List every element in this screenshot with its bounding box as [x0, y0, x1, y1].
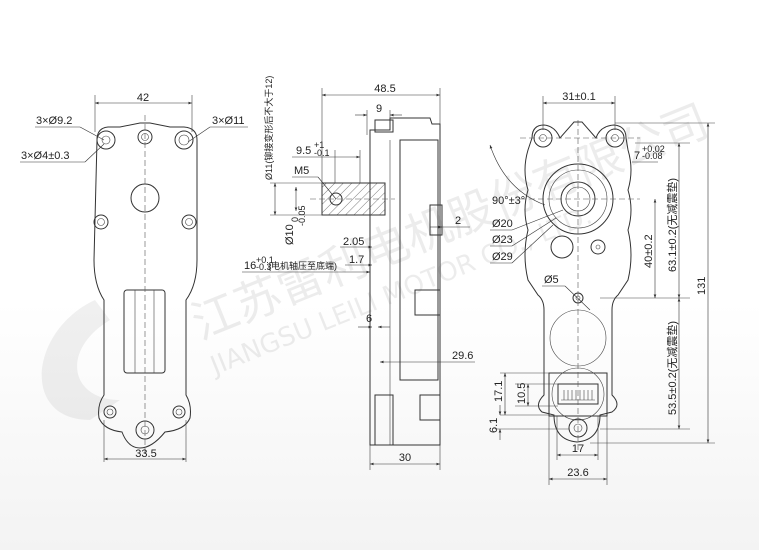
label-d5: Ø5 [544, 274, 559, 286]
label-hole-inner: 3×Ø4±0.3 [21, 150, 70, 162]
dim-10-5: 10.5 [516, 383, 528, 404]
front-holes [93, 129, 197, 440]
dim-40: 40±0.2 [643, 234, 655, 268]
label-d29: Ø29 [492, 251, 513, 263]
leili-logo-icon [41, 300, 120, 420]
svg-text:+1: +1 [314, 140, 324, 150]
label-d20: Ø20 [492, 218, 513, 230]
svg-text:-0.08: -0.08 [642, 151, 663, 161]
label-d23: Ø23 [492, 234, 513, 246]
dim-53-5: 53.5±0.2(无减震垫) [665, 321, 679, 415]
dim-2: 2 [455, 215, 461, 227]
rear-view: 31±0.1 7 +0.02 -0.08 90°±3° Ø20 Ø23 Ø29 … [488, 91, 715, 485]
dim-6-1: 6.1 [488, 418, 500, 433]
front-motor-window [123, 289, 166, 374]
dim-23-6: 23.6 [567, 467, 588, 479]
dim-hole-pitch: 31±0.1 [562, 91, 596, 103]
dim-2-05: 2.05 [343, 236, 364, 248]
svg-text:+0.1: +0.1 [256, 255, 274, 265]
svg-text:-0.1: -0.1 [314, 148, 330, 158]
svg-text:+0.02: +0.02 [642, 144, 665, 154]
dim-1-7: 1.7 [349, 254, 364, 266]
dim-63-1: 63.1±0.2(无减震垫) [665, 178, 679, 272]
watermark: 江苏雷利电机股份有限公司 JIANGSU LEILI MOTOR CO., LT… [41, 93, 716, 420]
side-view: 48.5 9 9.5 +1 -0.1 M5 Ø11(铆接变形后不大于12) Ø1… [242, 76, 475, 470]
dim-boss-width: 9 [376, 103, 382, 115]
dim-key-width: 7 [634, 150, 640, 162]
dim-width-bottom: 33.5 [135, 448, 156, 460]
svg-text:-0.3: -0.3 [256, 262, 272, 272]
label-rivet-dia: Ø11(铆接变形后不大于12) [263, 76, 274, 180]
motor-shaft-note: (电机轴压至底端) [268, 260, 337, 271]
label-hole-right: 3×Ø11 [212, 115, 245, 127]
front-view: 42 33.5 3×Ø9.2 3×Ø4±0.3 3×Ø11 [20, 92, 248, 462]
dim-17: 17 [572, 443, 584, 455]
dim-shaft-len: 9.5 [296, 145, 311, 157]
rear-housing-outline [524, 121, 632, 443]
label-shaft-dia: Ø10 [284, 224, 296, 245]
dim-overall-depth: 48.5 [374, 83, 395, 95]
label-hole-outer: 3×Ø9.2 [36, 115, 72, 127]
dim-29-6: 29.6 [452, 350, 473, 362]
dim-30: 30 [399, 452, 411, 464]
label-thread: M5 [294, 165, 309, 177]
dim-6: 6 [366, 313, 372, 325]
dim-motor-shaft: 16 [244, 260, 256, 272]
svg-text:0: 0 [290, 217, 300, 222]
dim-width-top: 42 [137, 92, 149, 104]
dim-131: 131 [696, 277, 708, 295]
dim-17-1: 17.1 [493, 381, 505, 402]
label-angle: 90°±3° [492, 195, 525, 207]
svg-text:-0.05: -0.05 [297, 205, 307, 226]
front-housing-outline [93, 122, 198, 449]
